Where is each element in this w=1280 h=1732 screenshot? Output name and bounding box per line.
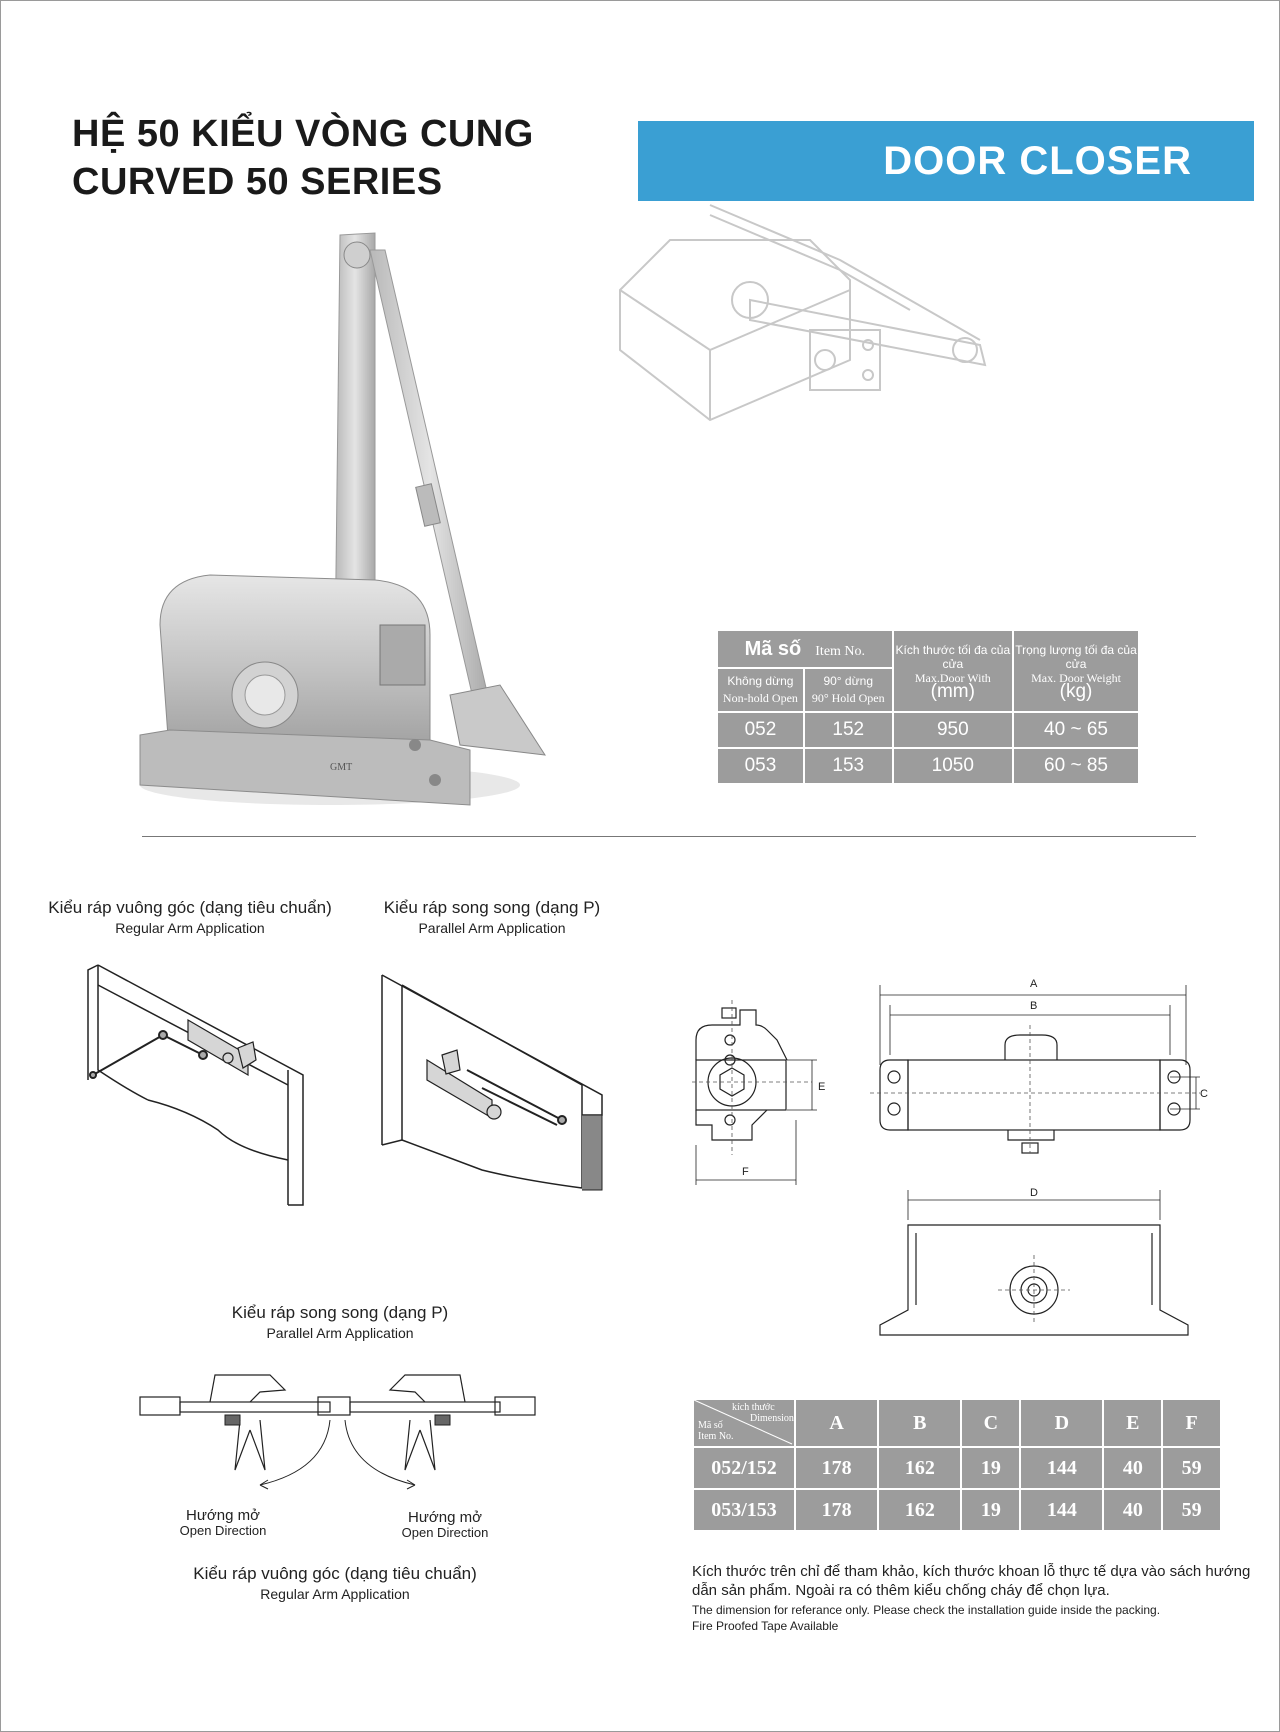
dim-label-f: F bbox=[742, 1166, 749, 1178]
open-direction-left: Hướng mở Open Direction bbox=[179, 1507, 267, 1538]
dimension-table: kích thước Dimension Mã số Item No. A B … bbox=[692, 1398, 1222, 1532]
title-vn: HỆ 50 KIỂU VÒNG CUNG bbox=[72, 113, 534, 155]
plate-view-drawing: D bbox=[879, 1187, 1189, 1336]
table-row: 052 152 950 40 ~ 65 bbox=[716, 711, 1140, 749]
banner-text: DOOR CLOSER bbox=[883, 139, 1192, 183]
brand-logo: GMT bbox=[330, 762, 352, 773]
banner: DOOR CLOSER bbox=[638, 121, 1254, 201]
parallel-arm-caption: Kiểu ráp song song (dạng P) Parallel Arm… bbox=[383, 898, 601, 936]
open-direction-right: Hướng mở Open Direction bbox=[401, 1509, 489, 1540]
reference-note: Kích thước trên chỉ để tham khảo, kích t… bbox=[692, 1562, 1252, 1634]
max-weight-header: Trọng lượng tối đa của cửa Max. Door Wei… bbox=[1012, 629, 1140, 713]
col-header-b: B bbox=[877, 1398, 963, 1448]
dim-label-b: B bbox=[1030, 1000, 1037, 1012]
page-title: HỆ 50 KIỂU VÒNG CUNG CURVED 50 SERIES bbox=[72, 110, 534, 206]
max-width-header: Kích thước tối đa của cửa Max.Door With … bbox=[891, 629, 1015, 713]
dim-label-a: A bbox=[1030, 978, 1038, 990]
note-en-2: Fire Proofed Tape Available bbox=[692, 1619, 839, 1633]
side-view-drawing: E F bbox=[692, 1000, 825, 1185]
title-en: CURVED 50 SERIES bbox=[72, 161, 443, 203]
dim-label-c: C bbox=[1200, 1088, 1208, 1100]
top-view-drawing: A B C bbox=[870, 978, 1208, 1154]
dim-label-d: D bbox=[1030, 1187, 1038, 1199]
dimension-table-corner: kích thước Dimension Mã số Item No. bbox=[692, 1398, 796, 1448]
col-header-a: A bbox=[793, 1398, 880, 1448]
table-row: 053/153 178 162 19 144 40 59 bbox=[692, 1488, 1222, 1532]
door-closer-product-image: GMT bbox=[139, 232, 546, 806]
divider bbox=[142, 836, 1196, 837]
closer-sketch-illustration bbox=[619, 204, 987, 422]
regular-arm-caption: Kiểu ráp vuông góc (dạng tiêu chuẩn) Reg… bbox=[48, 898, 332, 936]
table-row: 053 153 1050 60 ~ 85 bbox=[716, 747, 1140, 785]
dim-label-e: E bbox=[818, 1081, 825, 1093]
regular-arm-caption-2: Kiểu ráp vuông góc (dạng tiêu chuẩn) Reg… bbox=[193, 1564, 477, 1602]
note-en-1: The dimension for referance only. Please… bbox=[692, 1603, 1161, 1617]
col-header-e: E bbox=[1102, 1398, 1164, 1448]
col-header-d: D bbox=[1019, 1398, 1105, 1448]
open-direction-illustration bbox=[139, 1374, 536, 1490]
parallel-arm-illustration bbox=[381, 974, 603, 1191]
parallel-arm-caption-2: Kiểu ráp song song (dạng P) Parallel Arm… bbox=[231, 1303, 449, 1341]
regular-arm-illustration bbox=[87, 964, 304, 1206]
table-row: 052/152 178 162 19 144 40 59 bbox=[692, 1446, 1222, 1490]
col-header-f: F bbox=[1161, 1398, 1222, 1448]
col-header-c: C bbox=[960, 1398, 1022, 1448]
note-vn: Kích thước trên chỉ để tham khảo, kích t… bbox=[692, 1563, 1251, 1599]
